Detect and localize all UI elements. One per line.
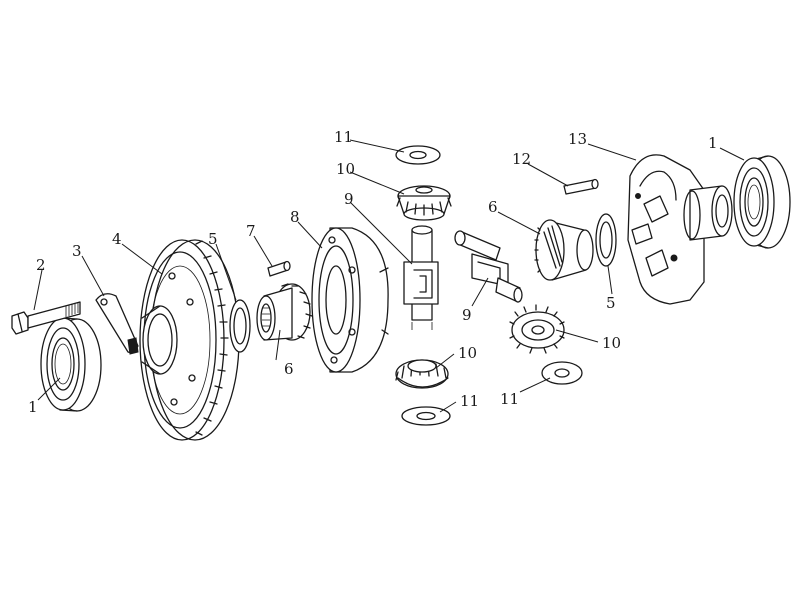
- thrust-washer-top: [395, 145, 441, 165]
- label-thrust-washer-right: 11: [500, 390, 519, 408]
- label-case-half-left: 8: [290, 208, 300, 226]
- pin: [267, 260, 291, 277]
- label-spider-shaft-vertical: 9: [344, 190, 354, 208]
- washer-left: [229, 299, 251, 353]
- label-bearing-right: 1: [708, 134, 718, 152]
- thrust-washer-bottom: [401, 406, 451, 426]
- case-half-left: [311, 227, 389, 373]
- label-bolt: 2: [36, 256, 46, 274]
- case-half-right: [627, 154, 733, 305]
- pinion-top: [396, 185, 452, 221]
- label-spider-shaft-horizontal: 9: [462, 306, 472, 324]
- spider-shaft-horizontal: [454, 230, 523, 303]
- label-lock-plate: 3: [72, 242, 82, 260]
- label-bearing-left: 1: [28, 398, 38, 416]
- roll-pin: [563, 178, 599, 195]
- ring-gear-bolt-holes: [168, 272, 196, 406]
- label-washer-right: 5: [606, 294, 616, 312]
- bearing-left: [40, 317, 102, 412]
- label-thrust-washer-bottom: 11: [460, 392, 479, 410]
- pinion-bottom: [395, 359, 449, 389]
- label-washer-left: 5: [208, 230, 218, 248]
- label-case-half-right: 13: [568, 130, 587, 148]
- label-pinion-top: 10: [336, 160, 355, 178]
- side-gear-right: [534, 219, 594, 281]
- thrust-washer-right: [541, 361, 583, 385]
- callout-labels: 1 2 3 4 5 7 6 8 9 9 10 10 10 11 11 11 6 …: [28, 128, 718, 416]
- label-pin: 7: [246, 222, 256, 240]
- spider-shaft-vertical: [403, 225, 439, 330]
- label-ring-gear: 4: [112, 230, 122, 248]
- label-side-gear-left: 6: [284, 360, 294, 378]
- bolt: [11, 301, 81, 335]
- label-thrust-washer-top: 11: [334, 128, 353, 146]
- washer-right: [595, 213, 617, 267]
- label-roll-pin: 12: [512, 150, 531, 168]
- label-pinion-bottom: 10: [458, 344, 477, 362]
- ring-gear: [139, 239, 240, 441]
- side-gear-left: [256, 283, 313, 341]
- pinion-right: [509, 304, 565, 354]
- ring-gear-teeth: [195, 240, 229, 436]
- label-side-gear-right: 6: [488, 198, 498, 216]
- label-pinion-right: 10: [602, 334, 621, 352]
- leader-lines: [33, 139, 745, 413]
- bearing-right: [733, 155, 791, 249]
- lock-plate: [95, 293, 139, 355]
